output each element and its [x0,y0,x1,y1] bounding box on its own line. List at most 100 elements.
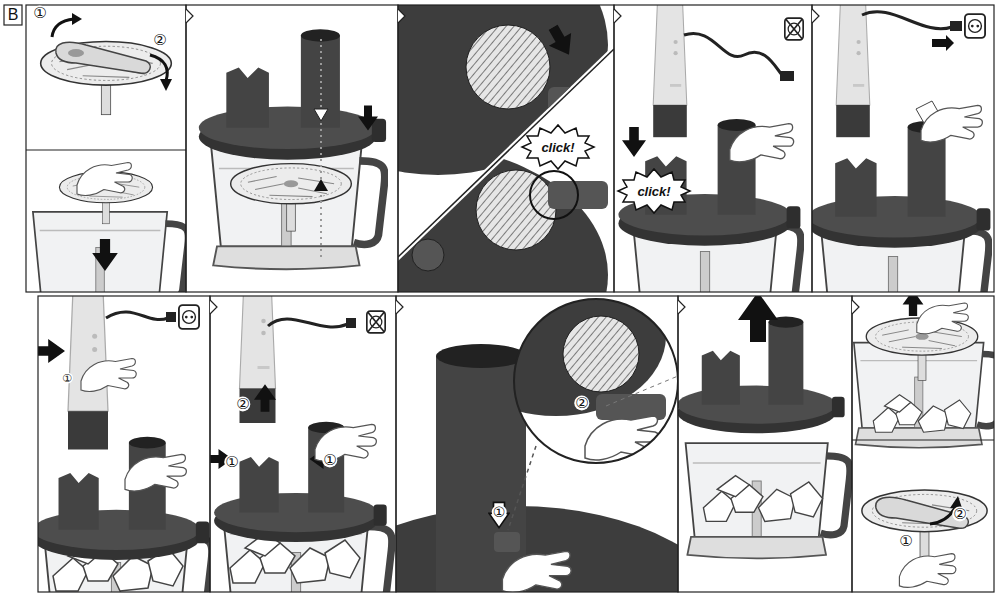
down-arrow [358,106,378,131]
step-panel [208,278,392,596]
arrow-head [160,79,172,91]
processor-lid [214,422,387,542]
chevron [210,300,217,314]
press-arrow [35,339,65,363]
plug [780,71,794,81]
click-burst [618,169,690,213]
step-panel [852,290,1004,587]
turn-arrow [542,21,580,62]
tube-opening [436,344,526,368]
step-panel [33,288,212,596]
panel-frame [678,296,852,592]
callout-number: ① [322,453,337,468]
highlight-ring [530,171,578,219]
processor-lid [199,29,386,159]
chute-grid [466,25,550,109]
lid-closeup [268,0,608,175]
step-panel [199,29,386,269]
chevron [186,9,193,23]
spindle [412,239,444,271]
motor-part [653,1,687,137]
step-panel [26,13,188,321]
chevron [614,9,621,23]
panel-frames [26,5,994,592]
chevron [812,9,819,23]
hand [125,454,186,491]
panel-frame [398,5,614,292]
socket-icon [179,305,199,329]
zoom-detail [446,256,678,460]
food-pieces [873,395,971,433]
lift-arrow [903,290,924,316]
alignment-mark [314,109,328,121]
chevron [678,300,685,314]
panel-divider [852,439,994,440]
lid-surface [268,0,608,175]
step-panel [808,1,990,336]
power-cord [268,319,348,327]
hand [917,303,969,334]
step-panel [677,292,850,558]
down-arrow [92,239,118,271]
work-bowl [33,212,188,321]
plug [950,21,962,31]
callout-number: ② [952,507,967,522]
rotate-arrow [52,19,74,37]
panel-frame [614,5,812,292]
chute-grid [476,170,556,250]
hand [730,124,794,162]
click-callout: click! [637,185,670,198]
chevron [396,300,403,314]
hand [899,554,955,588]
panel-frame [210,296,396,592]
callout-number: ② [574,396,589,411]
guide-line [606,376,678,406]
panel-frame [396,296,678,592]
step-letter-box [4,5,22,25]
callout-number: ① [32,6,47,21]
lock-knob [548,87,608,113]
unplugged-icon [785,18,803,40]
panel-frame [38,296,210,592]
callout-number: ② [152,33,167,48]
panel-frame [186,5,398,292]
processor-lid [618,119,800,246]
power-cord [862,12,952,29]
lift-arrow [254,384,276,412]
power-cord [684,33,782,75]
down-arrow [622,127,646,157]
callout-number: ① [898,534,913,549]
click-callout: click! [541,141,574,154]
callout-number: ① [492,505,507,519]
work-bowl [211,148,385,270]
step-chevrons [186,9,859,314]
zoom-ring [514,299,678,463]
plug [346,318,356,328]
callout-number: ① [61,373,73,384]
disc-insert-arm [56,42,150,73]
panel-divider [26,149,186,150]
chevron [852,300,859,314]
callout-number: ② [235,397,250,412]
click-burst [522,125,594,169]
callout-number: ① [224,455,239,470]
slicing-disc [862,490,987,560]
release-button [494,532,520,552]
panel-frame [852,296,994,592]
chevron [398,9,405,23]
processor-lid [33,437,210,560]
press-arrow [150,55,167,81]
power-cord [106,312,168,320]
plug-arrow [932,35,954,51]
press-arrow [489,502,509,527]
feed-tube [436,356,526,596]
alignment-line [320,39,322,260]
hand [502,551,571,592]
slicing-disc [41,42,172,115]
arrow-head [72,13,82,25]
step-letter: B [8,7,19,23]
work-bowl [686,443,850,558]
chute-grid [563,316,639,392]
